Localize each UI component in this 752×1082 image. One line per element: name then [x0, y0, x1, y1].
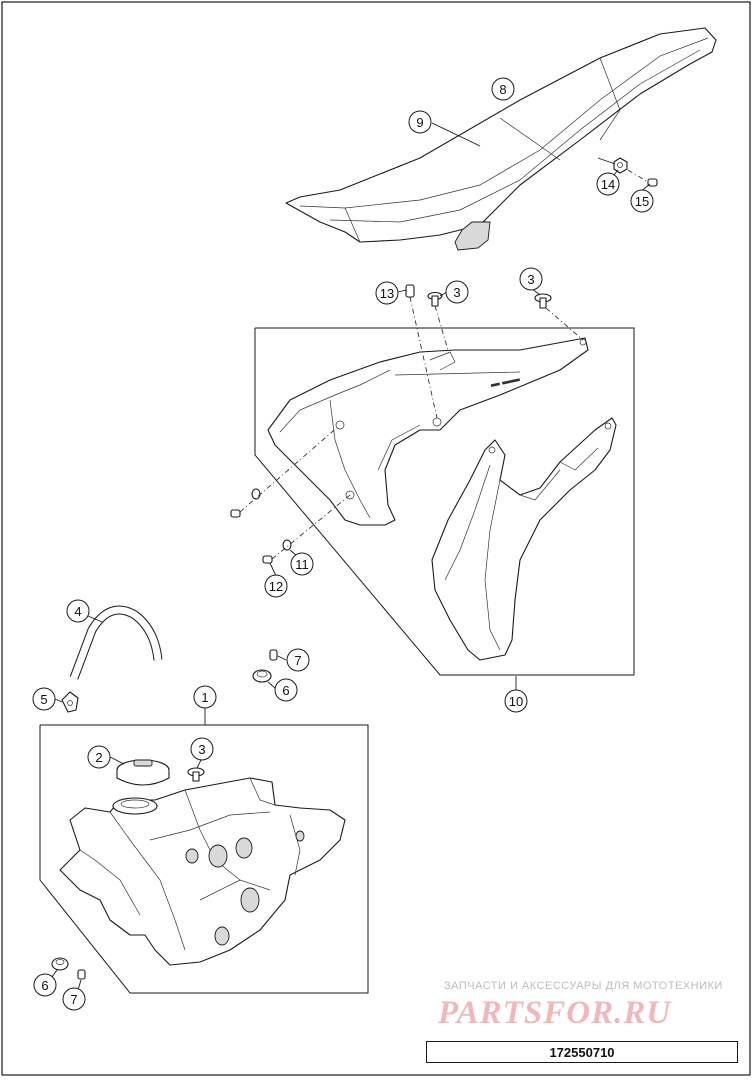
callout-15: 15: [630, 189, 654, 213]
callout-3-upper-right: 3: [519, 267, 543, 291]
callout-1-label: 1: [201, 690, 208, 705]
callout-11: 11: [290, 552, 314, 576]
drawing-number: 172550710: [426, 1041, 738, 1063]
callout-3-upper-left: 3: [445, 280, 469, 304]
screw-13[interactable]: [405, 284, 438, 419]
callout-14-label: 14: [601, 177, 615, 192]
callout-15-label: 15: [635, 194, 649, 209]
callout-6b-label: 6: [41, 978, 48, 993]
callout-5: 5: [32, 687, 56, 711]
fastener-3a[interactable]: [427, 291, 449, 351]
callout-7-upper: 7: [286, 648, 310, 672]
fuel-tank[interactable]: [59, 777, 346, 966]
callout-3c-label: 3: [198, 742, 205, 757]
side-panel-group-frame: [254, 327, 635, 676]
callout-12-label: 12: [269, 579, 283, 594]
hose-fitting[interactable]: [61, 691, 79, 713]
callout-4: 4: [66, 599, 90, 623]
callout-3-tank: 3: [190, 737, 214, 761]
callout-9: 9: [408, 110, 432, 134]
callout-12: 12: [264, 574, 288, 598]
callout-8-label: 8: [499, 82, 506, 97]
callout-7b-label: 7: [70, 992, 77, 1007]
callout-8: 8: [491, 77, 515, 101]
callout-10-label: 10: [509, 694, 523, 709]
callout-7-lower: 7: [62, 987, 86, 1011]
callout-7a-label: 7: [294, 653, 301, 668]
callout-6a-label: 6: [282, 683, 289, 698]
callout-3b-label: 3: [527, 272, 534, 287]
callout-6-lower: 6: [33, 973, 57, 997]
callout-5-label: 5: [40, 692, 47, 707]
left-side-cover[interactable]: ▬ ▬▬: [267, 337, 589, 526]
fuel-cap[interactable]: [116, 759, 170, 786]
callout-4-label: 4: [74, 604, 81, 619]
callout-3a-label: 3: [453, 285, 460, 300]
watermark-logo: PARTSFOR.RU: [438, 995, 672, 1031]
callout-13: 13: [375, 281, 399, 305]
callout-11-label: 11: [295, 557, 309, 572]
fuel-hose[interactable]: [69, 605, 163, 680]
callout-10: 10: [504, 689, 528, 713]
seat-screw[interactable]: [627, 169, 658, 187]
seat-part[interactable]: [285, 27, 717, 251]
callout-14: 14: [596, 172, 620, 196]
rubber-6-upper[interactable]: [252, 669, 272, 683]
callout-6-upper: 6: [274, 678, 298, 702]
callout-2-label: 2: [95, 750, 102, 765]
screw-7-lower[interactable]: [77, 969, 86, 980]
right-side-cover[interactable]: [431, 417, 617, 661]
callout-13-label: 13: [380, 286, 394, 301]
screw-7-upper[interactable]: [269, 649, 278, 661]
callout-1: 1: [193, 685, 217, 709]
watermark-tagline: ЗАПЧАСТИ И АКСЕССУАРЫ ДЛЯ МОТОТЕХНИКИ: [444, 980, 723, 992]
seat-nut[interactable]: [613, 157, 628, 174]
rubber-6-lower[interactable]: [51, 957, 69, 971]
side-cover-screw-lower[interactable]: [262, 494, 351, 564]
fuel-tank-group-frame: [39, 724, 369, 994]
tank-fastener-3[interactable]: [187, 767, 205, 782]
callout-9-label: 9: [416, 115, 423, 130]
callout-2: 2: [87, 745, 111, 769]
side-cover-screw-upper[interactable]: [230, 424, 341, 518]
fastener-3b[interactable]: [534, 293, 584, 341]
